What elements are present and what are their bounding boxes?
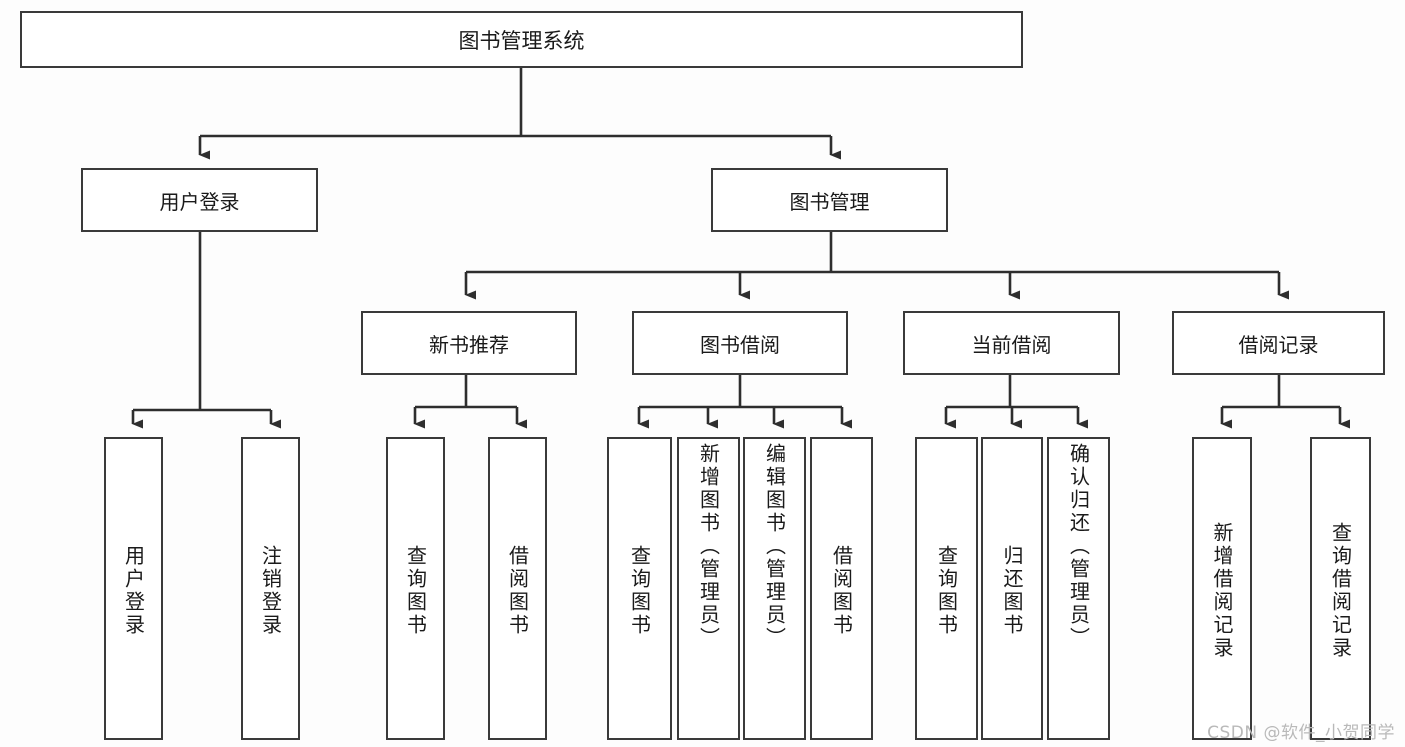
node-label: 图书管理系统 <box>458 28 585 53</box>
node-user-login[interactable]: 用户登录 <box>81 168 318 232</box>
node-book-borrow[interactable]: 图书借阅 <box>632 311 848 375</box>
node-new-book-recommend[interactable]: 新书推荐 <box>361 311 577 375</box>
node-root-system[interactable]: 图书管理系统 <box>20 11 1023 68</box>
node-label: 查询借阅记录 <box>1328 521 1353 660</box>
leaf-query-book-current[interactable]: 查询图书 <box>915 437 978 740</box>
watermark: CSDN @软件_小贺同学 <box>1207 723 1395 743</box>
leaf-confirm-return-admin[interactable]: 确认归还（管理员） <box>1047 437 1110 740</box>
node-label: 当前借阅 <box>971 332 1052 357</box>
node-label: 新增图书（管理员） <box>696 443 721 650</box>
node-label: 归还图书 <box>1000 544 1024 637</box>
node-label: 用户登录 <box>121 544 146 637</box>
node-label: 新增借阅记录 <box>1210 521 1234 660</box>
node-book-management[interactable]: 图书管理 <box>711 168 948 232</box>
node-label: 查询图书 <box>934 544 959 637</box>
node-borrow-record[interactable]: 借阅记录 <box>1172 311 1385 375</box>
node-current-borrow[interactable]: 当前借阅 <box>903 311 1120 375</box>
node-label: 查询图书 <box>627 544 652 637</box>
leaf-query-borrow-record[interactable]: 查询借阅记录 <box>1310 437 1371 740</box>
node-label: 图书借阅 <box>700 332 780 357</box>
node-label: 注销登录 <box>258 544 283 637</box>
node-label: 确认归还（管理员） <box>1066 443 1091 650</box>
leaf-return-book[interactable]: 归还图书 <box>981 437 1043 740</box>
leaf-query-book-borrow[interactable]: 查询图书 <box>607 437 672 740</box>
node-label: 图书管理 <box>789 189 870 214</box>
leaf-user-login[interactable]: 用户登录 <box>104 437 163 740</box>
node-label: 查询图书 <box>403 544 428 637</box>
leaf-borrow-book-recommend[interactable]: 借阅图书 <box>488 437 547 740</box>
leaf-user-logout[interactable]: 注销登录 <box>241 437 300 740</box>
node-label: 用户登录 <box>159 189 240 214</box>
node-label: 借阅图书 <box>505 544 530 637</box>
leaf-add-borrow-record[interactable]: 新增借阅记录 <box>1192 437 1252 740</box>
leaf-query-book-recommend[interactable]: 查询图书 <box>386 437 445 740</box>
node-label: 借阅记录 <box>1238 332 1319 357</box>
leaf-add-book-admin[interactable]: 新增图书（管理员） <box>677 437 740 740</box>
node-label: 编辑图书（管理员） <box>762 443 787 650</box>
leaf-borrow-book[interactable]: 借阅图书 <box>810 437 873 740</box>
leaf-edit-book-admin[interactable]: 编辑图书（管理员） <box>743 437 806 740</box>
node-label: 借阅图书 <box>829 544 854 637</box>
node-label: 新书推荐 <box>429 332 509 357</box>
